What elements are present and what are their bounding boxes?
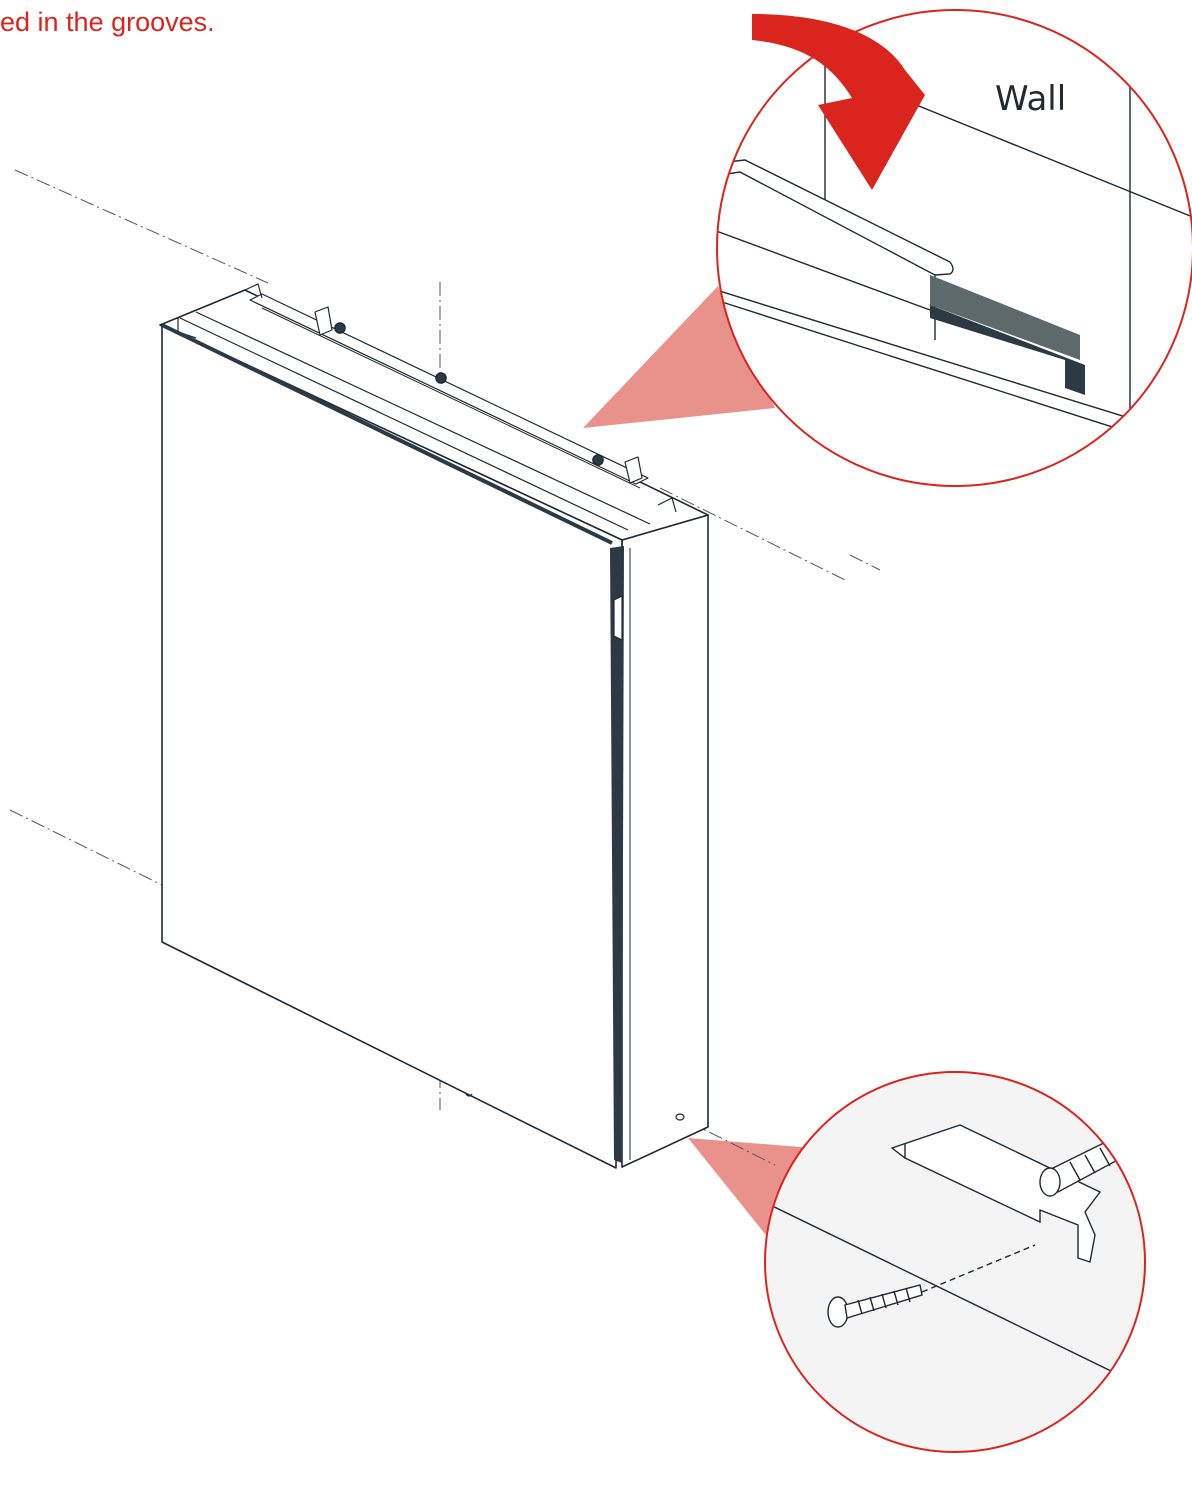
cabinet-door (161, 324, 623, 1169)
wall-gasket (930, 275, 1080, 360)
screw-head-2 (435, 372, 447, 384)
top-callout-cone (583, 286, 775, 428)
top-detail-callout: Wall (716, 9, 1192, 487)
mounting-screw (827, 1244, 1036, 1328)
mounting-rail (249, 293, 649, 485)
cabinet-side-panel (621, 514, 709, 1168)
bottom-fastener (675, 1113, 685, 1121)
door-hinge (613, 595, 623, 641)
gasket-channel (930, 305, 1085, 395)
door-edge-strip (610, 546, 624, 1163)
instruction-caption: ed in the grooves. (0, 7, 215, 37)
mirror-cabinet (159, 283, 709, 1169)
insert-direction-arrow (752, 14, 925, 190)
rail-bracket-left (314, 306, 333, 336)
screw-head-3 (592, 454, 604, 466)
bottom-detail-callout (764, 1071, 1146, 1453)
rail-bracket-right (624, 456, 643, 484)
wall-label: Wall (995, 79, 1066, 119)
screw-head-1 (334, 322, 346, 334)
